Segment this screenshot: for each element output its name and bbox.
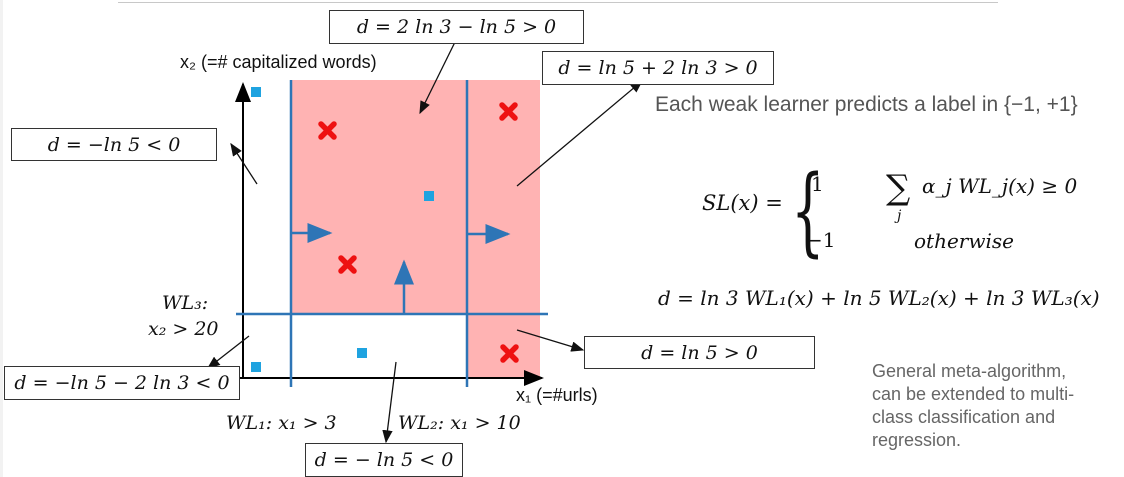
sum-index: j <box>897 208 902 224</box>
case1-value: 1 <box>811 172 824 196</box>
wl3-label-line1: WL₃: <box>162 292 209 314</box>
wl2-label: WL₂: x₁ > 10 <box>398 412 521 434</box>
d-formula: d = ln 3 WL₁(x) + ln 5 WL₂(x) + ln 3 WL₃… <box>658 286 1100 310</box>
cases-brace: { <box>791 155 825 267</box>
region-box-left-lower: d = −ln 5 − 2 ln 3 < 0 <box>4 366 240 400</box>
left-edge <box>0 0 3 477</box>
meta-algorithm-note: General meta-algorithm, can be extended … <box>872 360 1074 452</box>
pointer-top-right <box>516 80 643 187</box>
note-line: can be extended to multi- <box>872 384 1075 404</box>
positive-sample-x-cross-icon <box>500 344 519 363</box>
pointer-bottom-middle <box>382 361 397 444</box>
positive-region-middle <box>291 80 467 314</box>
x-axis-label: x₁ (=#urls) <box>516 385 598 405</box>
pointer-top-middle <box>419 39 457 115</box>
pointer-left-upper <box>230 142 258 185</box>
case2-condition: otherwise <box>914 229 1014 253</box>
negative-sample-square-icon <box>357 348 367 358</box>
negative-sample-square-icon <box>251 362 261 372</box>
weak-learner-heading: Each weak learner predicts a label in {−… <box>655 93 1078 116</box>
note-line: class classification and <box>872 407 1056 427</box>
region-box-bottom-right: d = ln 5 > 0 <box>584 336 815 369</box>
summation-sign: ∑ <box>886 168 911 208</box>
y-axis-label: x₂ (=# capitalized words) <box>180 52 377 72</box>
negative-sample-square-icon <box>424 191 434 201</box>
note-line: General meta-algorithm, <box>872 361 1067 381</box>
pointer-bottom-right <box>516 329 585 352</box>
positive-sample-x-cross-icon <box>499 102 518 121</box>
negative-sample-square-icon <box>251 87 261 97</box>
positive-sample-x-cross-icon <box>318 121 337 140</box>
case1-condition: α_j WL_j(x) ≥ 0 <box>922 174 1078 198</box>
wl3-label-line2: x₂ > 20 <box>148 318 219 340</box>
top-divider <box>118 2 998 3</box>
region-box-left-upper: d = −ln 5 < 0 <box>11 128 217 161</box>
region-box-bottom-middle: d = − ln 5 < 0 <box>305 443 463 477</box>
case2-value: −1 <box>806 228 836 252</box>
region-box-top-right: d = ln 5 + 2 ln 3 > 0 <box>542 51 774 85</box>
strong-learner-lhs: SL(x) = <box>702 191 783 215</box>
pointer-left-lower <box>206 335 250 369</box>
positive-sample-x-cross-icon <box>338 255 357 274</box>
note-line: regression. <box>872 430 962 450</box>
wl1-label: WL₁: x₁ > 3 <box>226 412 337 434</box>
region-box-top-middle: d = 2 ln 3 − ln 5 > 0 <box>329 10 584 44</box>
